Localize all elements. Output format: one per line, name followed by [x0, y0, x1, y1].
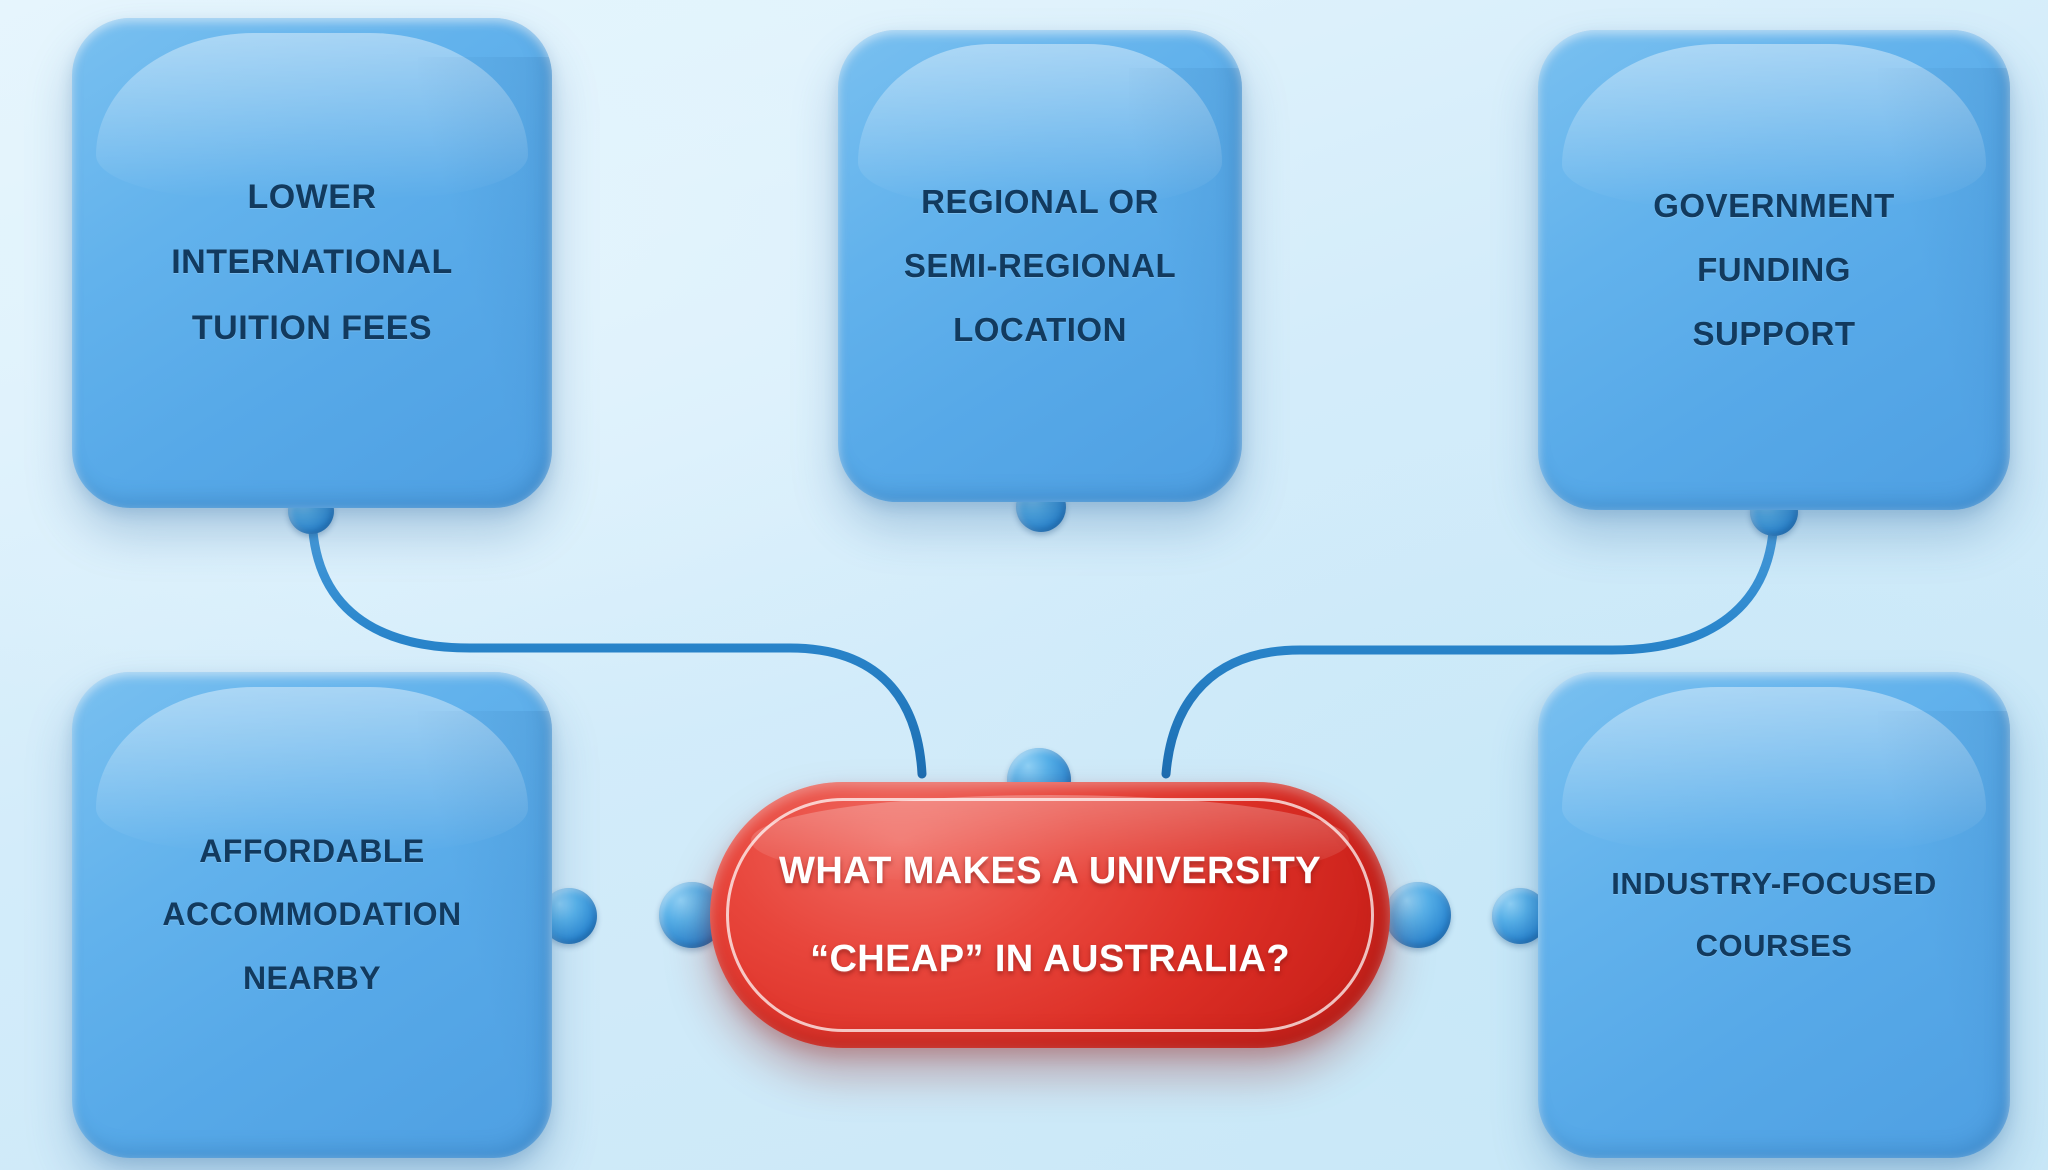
- node-government-funding-support[interactable]: GOVERNMENT FUNDING SUPPORT: [1538, 30, 2010, 510]
- node-industry-focused-courses[interactable]: INDUSTRY-FOCUSED COURSES: [1538, 672, 2010, 1158]
- node-label-line: FUNDING: [1697, 250, 1851, 288]
- node-central-question[interactable]: WHAT MAKES A UNIVERSITY “CHEAP” IN AUSTR…: [710, 782, 1390, 1048]
- node-regional-or-semi-regional-location[interactable]: REGIONAL OR SEMI-REGIONAL LOCATION: [838, 30, 1242, 502]
- node-label-line: LOCATION: [953, 311, 1127, 349]
- central-question-text: WHAT MAKES A UNIVERSITY “CHEAP” IN AUSTR…: [779, 852, 1321, 978]
- central-question-line-2: “CHEAP” IN AUSTRALIA?: [810, 938, 1290, 980]
- node-label-line: COURSES: [1695, 928, 1853, 963]
- node-label-line: SUPPORT: [1692, 315, 1856, 353]
- node-label-line: SEMI-REGIONAL: [903, 246, 1177, 284]
- node-label-line: INTERNATIONAL: [171, 243, 453, 282]
- node-label-line: AFFORDABLE: [199, 833, 425, 870]
- node-lower-international-tuition-fees[interactable]: LOWER INTERNATIONAL TUITION FEES: [72, 18, 552, 508]
- node-label-line: INDUSTRY-FOCUSED: [1611, 865, 1937, 901]
- node-label-line: GOVERNMENT: [1653, 186, 1895, 224]
- node-label-line: TUITION FEES: [191, 308, 433, 347]
- knob-capsule-right: [1385, 882, 1451, 948]
- node-label-line: ACCOMMODATION: [162, 896, 462, 933]
- central-question-line-1: WHAT MAKES A UNIVERSITY: [779, 850, 1321, 892]
- node-label-line: REGIONAL OR: [921, 182, 1159, 220]
- node-label-line: NEARBY: [242, 959, 382, 996]
- node-affordable-accommodation-nearby[interactable]: AFFORDABLE ACCOMMODATION NEARBY: [72, 672, 552, 1158]
- node-label-line: LOWER: [247, 177, 377, 216]
